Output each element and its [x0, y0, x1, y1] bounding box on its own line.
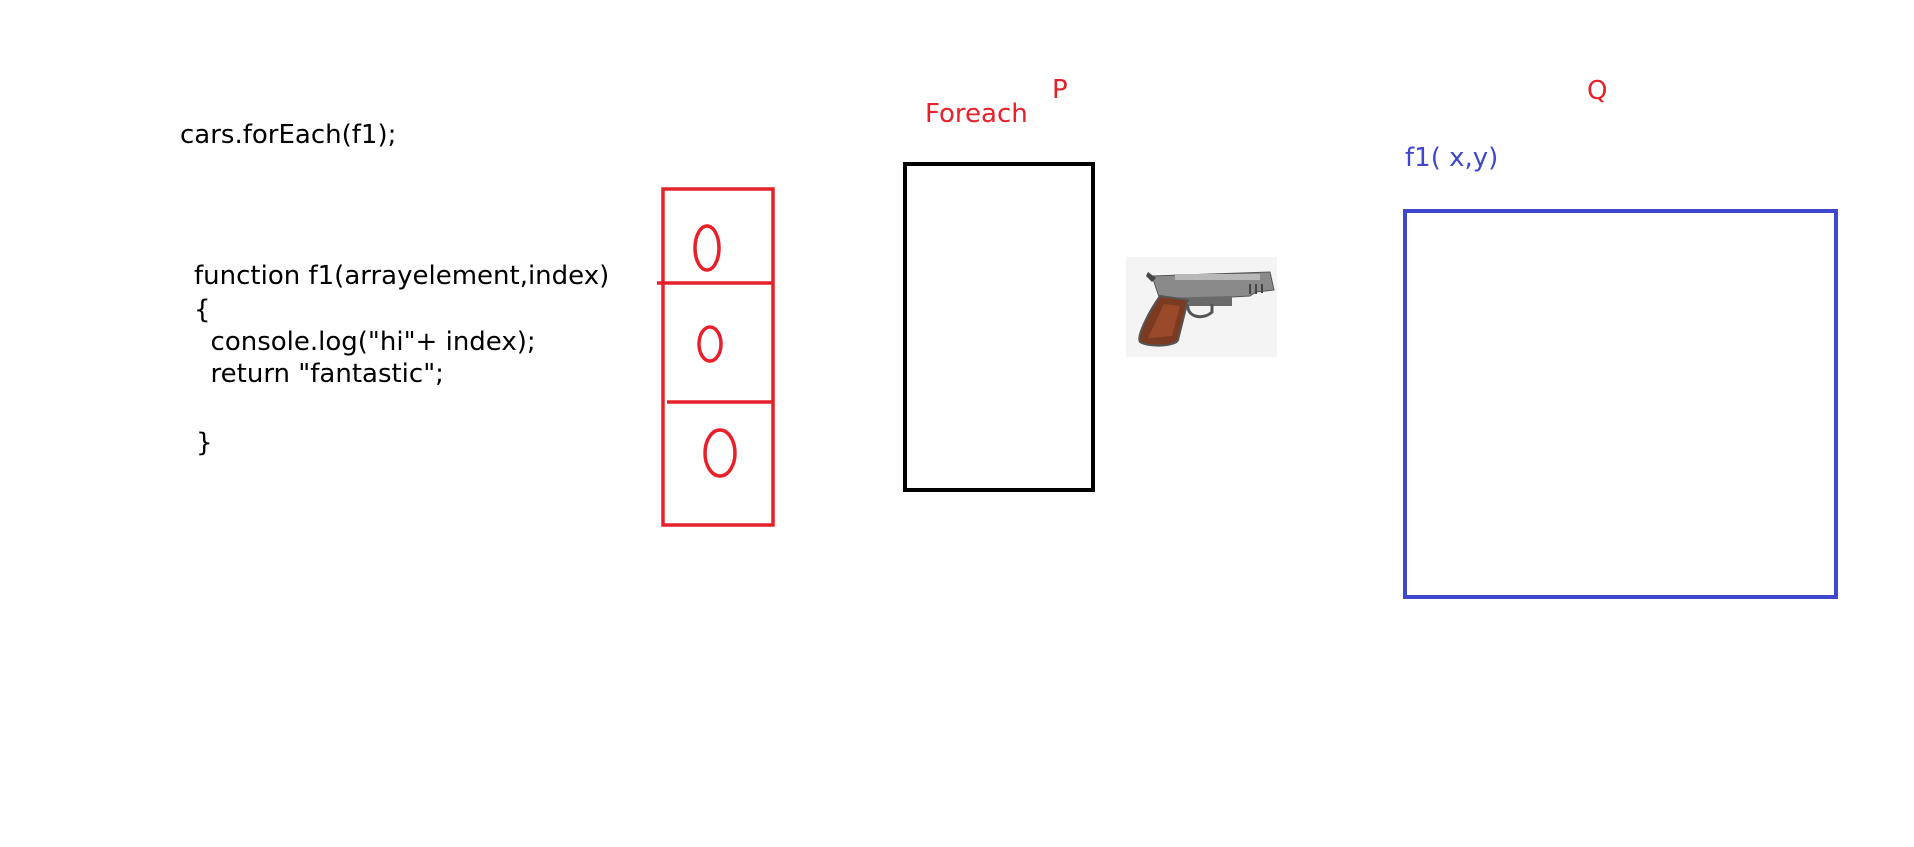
function-box — [1403, 209, 1838, 599]
array-zero-3 — [703, 428, 737, 478]
array-zero-2 — [697, 325, 723, 363]
code-line-close-brace: } — [196, 428, 213, 458]
code-line-return: return "fantastic"; — [194, 359, 444, 389]
code-line-function: function f1(arrayelement,index) — [194, 261, 610, 291]
pistol-icon — [1126, 257, 1277, 357]
f1-signature-label: f1( x,y) — [1405, 143, 1499, 173]
p-label: P — [1052, 75, 1068, 105]
array-box-outline — [661, 187, 775, 527]
code-line-console-log: console.log("hi"+ index); — [194, 327, 536, 357]
array-box — [657, 187, 775, 527]
foreach-label: Foreach — [925, 99, 1028, 129]
array-zero-1 — [693, 224, 721, 272]
q-label: Q — [1587, 76, 1608, 106]
foreach-box — [903, 162, 1095, 492]
code-line-open-brace: { — [194, 295, 211, 325]
foreach-call-text: cars.forEach(f1); — [180, 120, 397, 150]
